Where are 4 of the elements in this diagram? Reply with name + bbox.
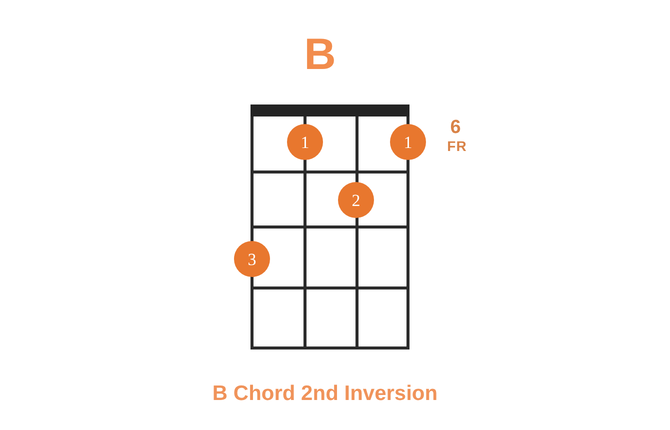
chord-caption: B Chord 2nd Inversion — [211, 381, 439, 407]
fret-number: 6 — [449, 117, 462, 139]
fret-label: FR — [446, 138, 468, 155]
chord-title: B — [303, 31, 337, 79]
